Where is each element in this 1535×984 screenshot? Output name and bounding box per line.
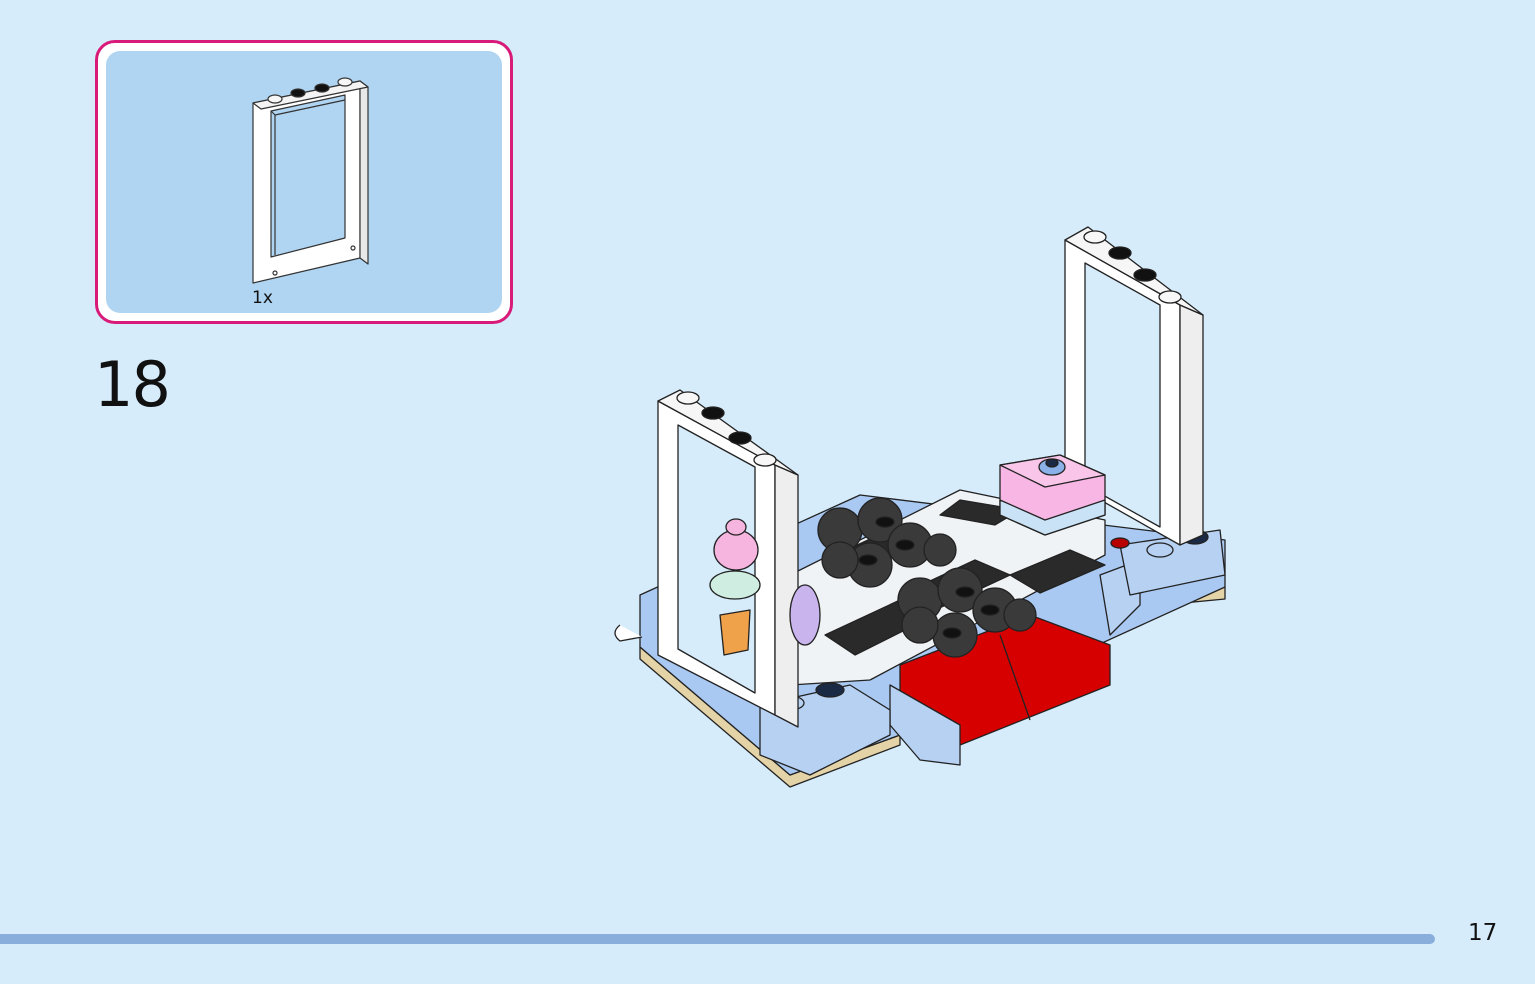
step-number: 18: [94, 348, 171, 421]
part-quantity: 1x: [252, 288, 273, 308]
parts-callout: 1x: [95, 40, 513, 324]
page-number: 17: [1468, 920, 1498, 946]
progress-bar: [0, 934, 1435, 944]
bakery-model-illustration: [614, 226, 1226, 788]
door-frame-icon: [252, 77, 369, 284]
